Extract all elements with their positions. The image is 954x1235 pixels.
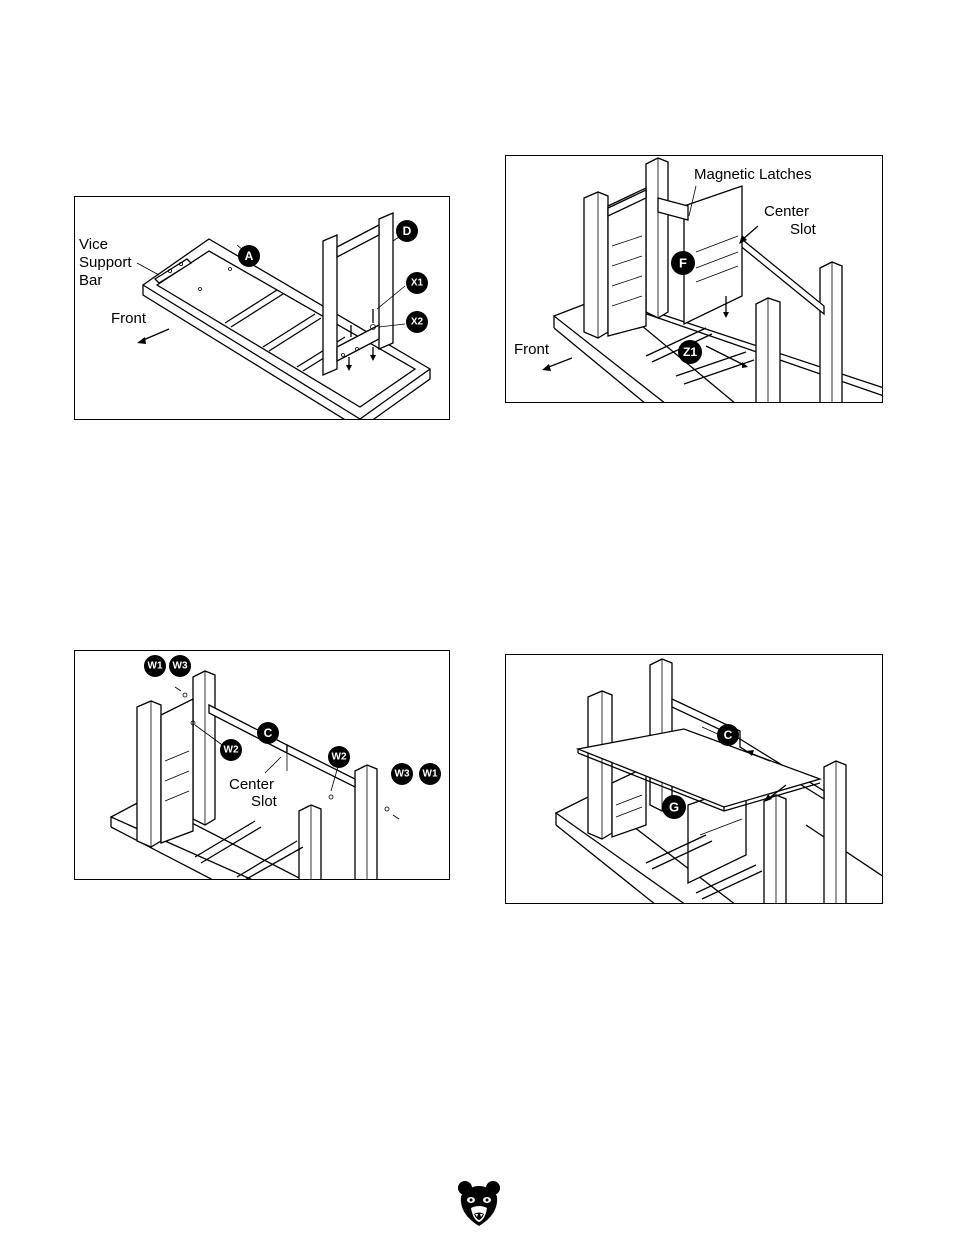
label-front: Front (111, 310, 147, 327)
label-bar: Bar (79, 272, 102, 289)
leg-back-right (820, 262, 842, 403)
label-front: Front (514, 341, 550, 358)
figure-3-drawing: Center Slot W1 W3 C W2 W2 W3 W1 (75, 651, 450, 880)
svg-text:G: G (669, 800, 679, 815)
divider-panel (684, 186, 742, 324)
leg-front-left (584, 192, 608, 338)
bear-head-icon (455, 1178, 503, 1228)
figure-2-drawing: Magnetic Latches Center Slot Front F Z1 (506, 156, 883, 403)
svg-text:Z1: Z1 (683, 345, 697, 359)
svg-text:F: F (679, 256, 687, 271)
figure-vice-support-bar: Vice Support Bar Front A D X1 X2 (74, 196, 450, 420)
leg-front-right (299, 805, 321, 880)
leg-back-left (193, 671, 215, 825)
svg-text:X1: X1 (411, 278, 424, 289)
svg-text:X2: X2 (411, 317, 424, 328)
svg-text:A: A (245, 249, 254, 263)
svg-text:W1: W1 (148, 661, 163, 672)
svg-text:W2: W2 (224, 745, 239, 756)
leg-back-right (355, 765, 377, 880)
leg-front-left (137, 701, 161, 847)
figure-magnetic-latches: Magnetic Latches Center Slot Front F Z1 (505, 155, 883, 403)
leg-rail-top (337, 225, 379, 257)
figure-center-slot-rails: Center Slot W1 W3 C W2 W2 W3 W1 (74, 650, 450, 880)
leg-back-right (824, 761, 846, 904)
svg-text:C: C (724, 728, 733, 742)
leg-front-right (764, 795, 786, 904)
bear-logo-drawing (455, 1178, 503, 1228)
label-center: Center (229, 776, 274, 793)
label-support: Support (79, 254, 132, 271)
svg-text:W2: W2 (332, 752, 347, 763)
label-magnetic-latches: Magnetic Latches (694, 166, 812, 183)
figure-shelf-placement: C G (505, 654, 883, 904)
top-rail-right (738, 236, 824, 314)
svg-text:D: D (403, 224, 412, 238)
svg-text:W3: W3 (395, 769, 410, 780)
leg-left (323, 235, 337, 375)
label-slot: Slot (251, 793, 278, 810)
svg-text:W3: W3 (173, 661, 188, 672)
label-vice: Vice (79, 236, 108, 253)
label-center: Center (764, 203, 809, 220)
svg-text:C: C (264, 726, 273, 740)
label-slot: Slot (790, 221, 817, 238)
figure-1-drawing: Vice Support Bar Front A D X1 X2 (75, 197, 450, 420)
figure-4-drawing: C G (506, 655, 883, 904)
leg-right (379, 213, 393, 349)
svg-text:W1: W1 (423, 769, 438, 780)
leg-back-left (646, 158, 668, 318)
